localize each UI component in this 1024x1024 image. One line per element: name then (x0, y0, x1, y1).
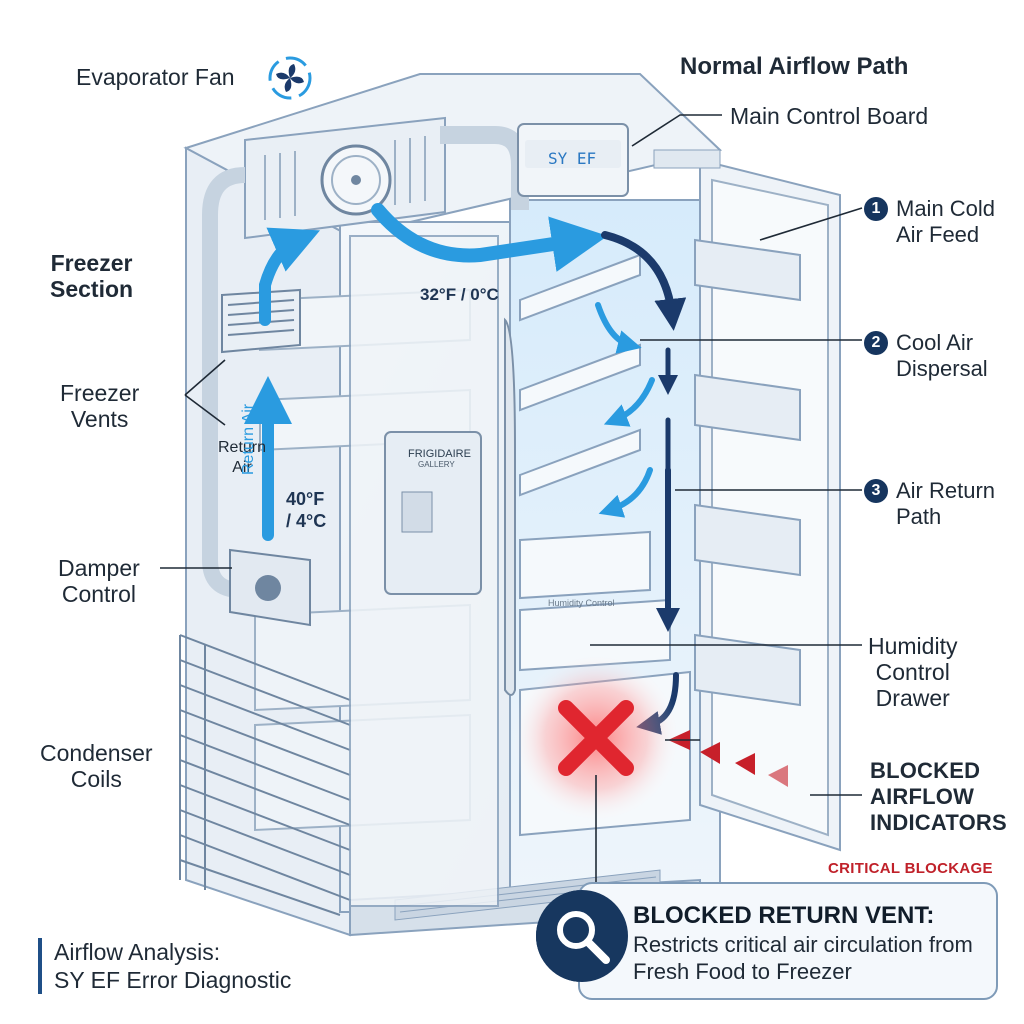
label-return-air: Return Air (218, 439, 267, 476)
label-condenser-coils: Condenser Coils (40, 740, 153, 792)
diagram-title: Normal Airflow Path (680, 53, 909, 80)
step-1-number: 1 (864, 197, 888, 221)
step-3: 3 Air Return Path (864, 478, 995, 530)
label-evaporator-fan: Evaporator Fan (76, 64, 235, 90)
step-3-number: 3 (864, 479, 888, 503)
step-2: 2 Cool Air Dispersal (864, 330, 988, 382)
display-brand: FRIGIDAIRE (408, 448, 471, 460)
condenser-coils (179, 634, 351, 916)
leader-lines (160, 114, 863, 885)
temp-freezer: 40°F / 4°C (286, 489, 327, 531)
callout-title: BLOCKED RETURN VENT: (633, 902, 935, 929)
control-board (517, 123, 629, 197)
step-2-text: Cool Air Dispersal (896, 330, 988, 381)
fan-label-icon (268, 56, 312, 100)
caption: Airflow Analysis: SY EF Error Diagnostic (38, 938, 291, 994)
display-drawer-label: Humidity Control (548, 598, 615, 608)
step-1-text: Main Cold Air Feed (896, 196, 996, 247)
label-critical-blockage: CRITICAL BLOCKAGE (828, 860, 993, 877)
search-icon (557, 911, 610, 964)
label-freezer-vents: Freezer Vents (60, 380, 140, 432)
airflow-arrows (244, 203, 687, 735)
label-main-control-board: Main Control Board (730, 103, 929, 129)
callout-icon (536, 890, 628, 982)
temp-top: 32°F / 0°C (420, 285, 499, 304)
right-door (653, 149, 841, 852)
display-code: SY EF (548, 149, 597, 168)
damper (229, 548, 311, 627)
label-damper-control: Damper Control (58, 555, 140, 607)
x-mark-icon (511, 653, 681, 823)
freezer-door (349, 235, 516, 907)
step-1: 1 Main Cold Air Feed (864, 196, 995, 248)
label-return-air-vertical: Return Air (240, 403, 257, 475)
callout-body: Restricts critical air circulation from … (633, 932, 973, 984)
step-3-text: Air Return Path (896, 478, 996, 529)
caption-line-1: Airflow Analysis: (54, 939, 221, 965)
label-blocked-airflow-indicators: BLOCKED AIRFLOW INDICATORS (870, 758, 1007, 835)
caption-line-2: SY EF Error Diagnostic (54, 967, 292, 993)
label-humidity-control-drawer: Humidity Control Drawer (868, 633, 958, 711)
label-freezer-section: Freezer Section (50, 250, 134, 302)
callout-box (578, 882, 998, 1000)
display-brand-sub: GALLERY (418, 460, 455, 469)
step-2-number: 2 (864, 331, 888, 355)
